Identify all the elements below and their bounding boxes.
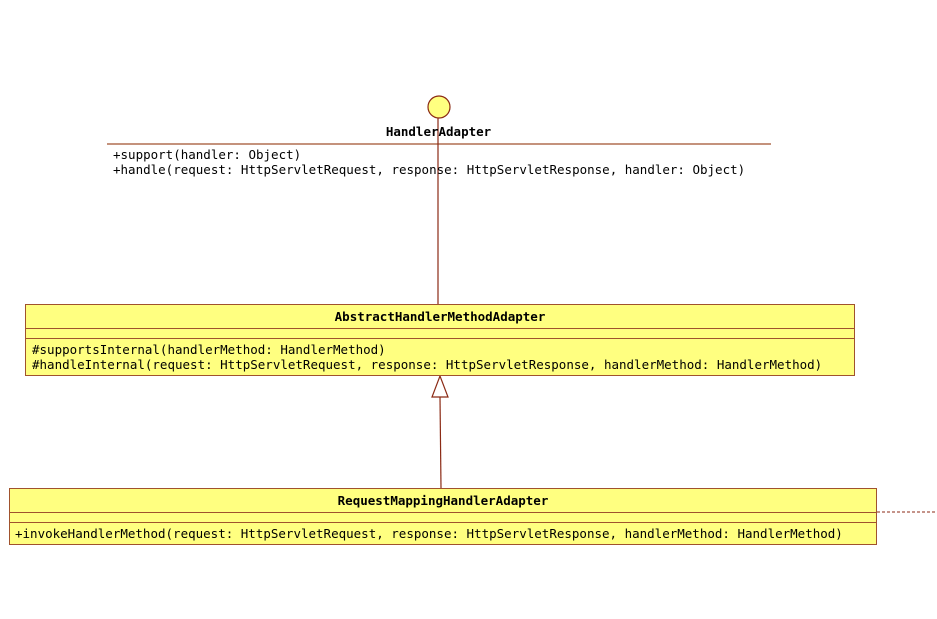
- interface-lollipop-icon: [427, 95, 451, 119]
- concrete-class-name: RequestMappingHandlerAdapter: [337, 493, 549, 508]
- interface-method-support: +support(handler: Object): [113, 147, 302, 162]
- concrete-class-method-invoke-handler-method: +invokeHandlerMethod(request: HttpServle…: [15, 526, 843, 541]
- abstract-class-attributes-separator: [26, 328, 854, 329]
- abstract-class-name: AbstractHandlerMethodAdapter: [334, 309, 546, 324]
- inheritance-arrowhead-icon: [431, 374, 449, 398]
- inheritance-line: [439, 396, 442, 489]
- abstract-class-method-supports-internal: #supportsInternal(handlerMethod: Handler…: [32, 342, 386, 357]
- concrete-class-methods-separator: [10, 522, 876, 523]
- abstract-class-methods-separator: [26, 338, 854, 339]
- concrete-class-box: RequestMappingHandlerAdapter +invokeHand…: [9, 488, 877, 545]
- abstract-class-box: AbstractHandlerMethodAdapter #supportsIn…: [25, 304, 855, 376]
- interface-name: HandlerAdapter: [385, 124, 492, 139]
- concrete-class-attributes-separator: [10, 512, 876, 513]
- abstract-class-method-handle-internal: #handleInternal(request: HttpServletRequ…: [32, 357, 823, 372]
- interface-method-handle: +handle(request: HttpServletRequest, res…: [113, 162, 746, 177]
